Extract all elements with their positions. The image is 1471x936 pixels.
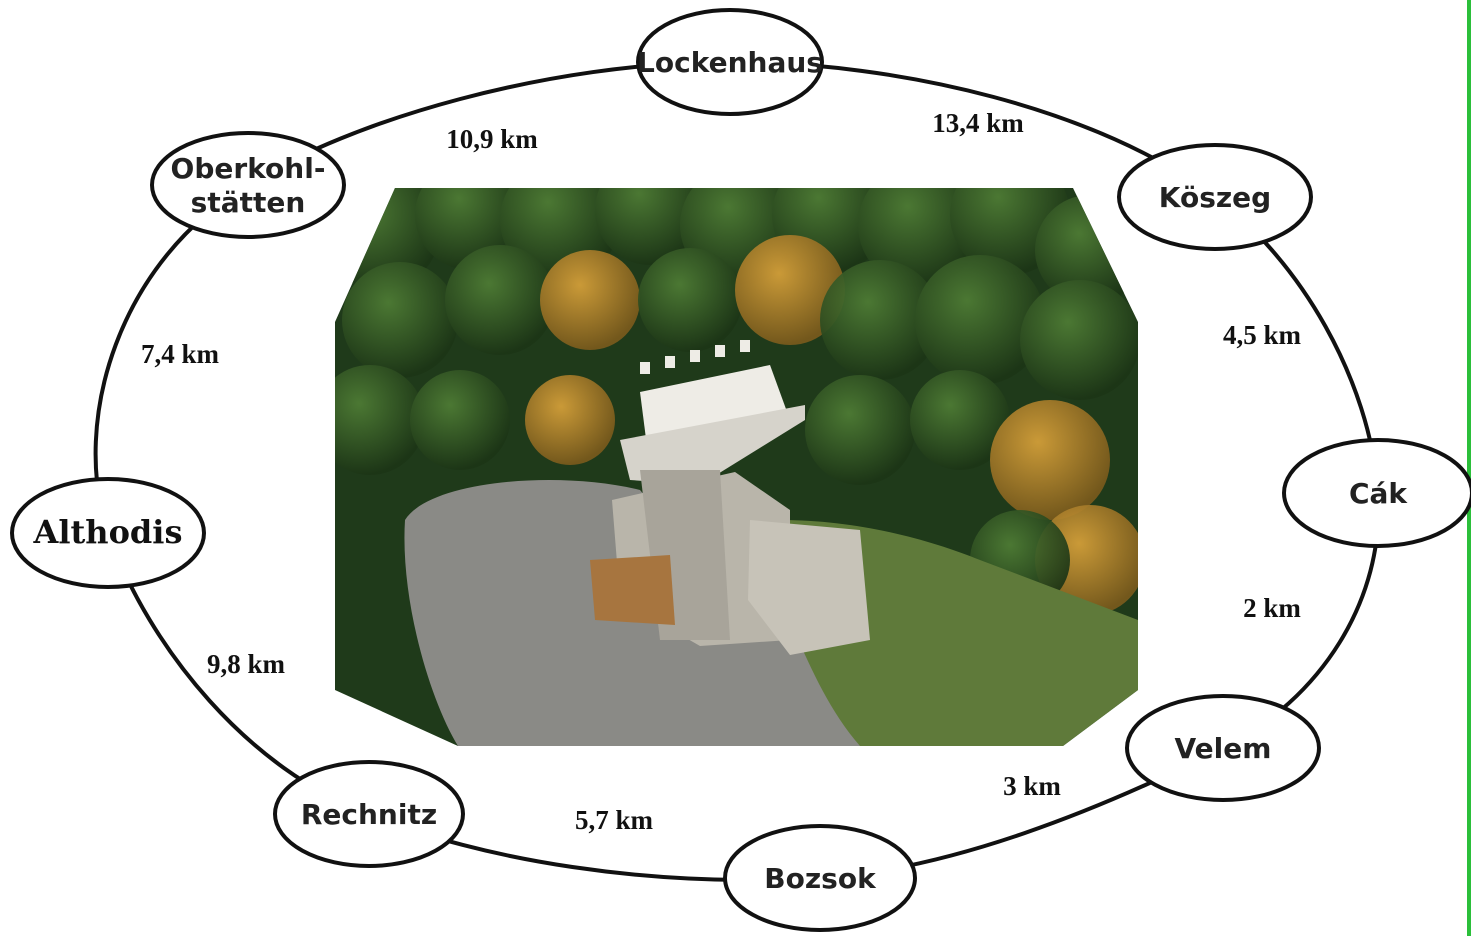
distance-label-velem-bozsok: 3 km: [1003, 771, 1061, 801]
node-label: Bozsok: [764, 862, 877, 895]
distance-label-oberkohlstatten-lockenhaus: 10,9 km: [446, 124, 538, 154]
node-ellipse: [1117, 143, 1313, 251]
node-bozsok: Bozsok: [723, 824, 917, 932]
node-ellipse: [1125, 694, 1321, 802]
distance-label-cak-velem: 2 km: [1243, 593, 1301, 623]
distance-label-bozsok-rechnitz: 5,7 km: [575, 805, 654, 835]
node-label: Rechnitz: [301, 798, 437, 831]
node-ellipse: [150, 131, 346, 239]
node-label: stätten: [191, 186, 306, 219]
node-ellipse: [723, 824, 917, 932]
node-label: Lockenhaus: [637, 46, 823, 79]
node-ellipse: [1282, 438, 1471, 548]
distance-label-lockenhaus-koszeg: 13,4 km: [932, 108, 1024, 138]
node-koszeg: Köszeg: [1117, 143, 1313, 251]
node-ellipse: [273, 760, 465, 868]
tower-photo: [335, 188, 1138, 746]
node-cak: Cák: [1282, 438, 1471, 548]
node-rechnitz: Rechnitz: [273, 760, 465, 868]
distance-label-rechnitz-althodis: 9,8 km: [207, 649, 286, 679]
right-edge-accent: [1467, 0, 1471, 936]
node-lockenhaus: Lockenhaus: [636, 8, 824, 116]
node-althodis: Althodis: [10, 477, 206, 589]
node-label: Oberkohl-: [171, 152, 326, 185]
node-label: Cák: [1349, 477, 1408, 510]
node-label: Althodis: [33, 513, 183, 551]
node-velem: Velem: [1125, 694, 1321, 802]
observation-tower-icon: [590, 340, 870, 655]
node-label: Velem: [1175, 732, 1272, 765]
distance-label-althodis-oberkohlstatten: 7,4 km: [141, 339, 220, 369]
node-ellipse: [636, 8, 824, 116]
node-ellipse: [10, 477, 206, 589]
node-oberkohlstatten: Oberkohl-stätten: [150, 131, 346, 239]
node-label: Köszeg: [1159, 181, 1271, 214]
distance-label-koszeg-cak: 4,5 km: [1223, 320, 1302, 350]
